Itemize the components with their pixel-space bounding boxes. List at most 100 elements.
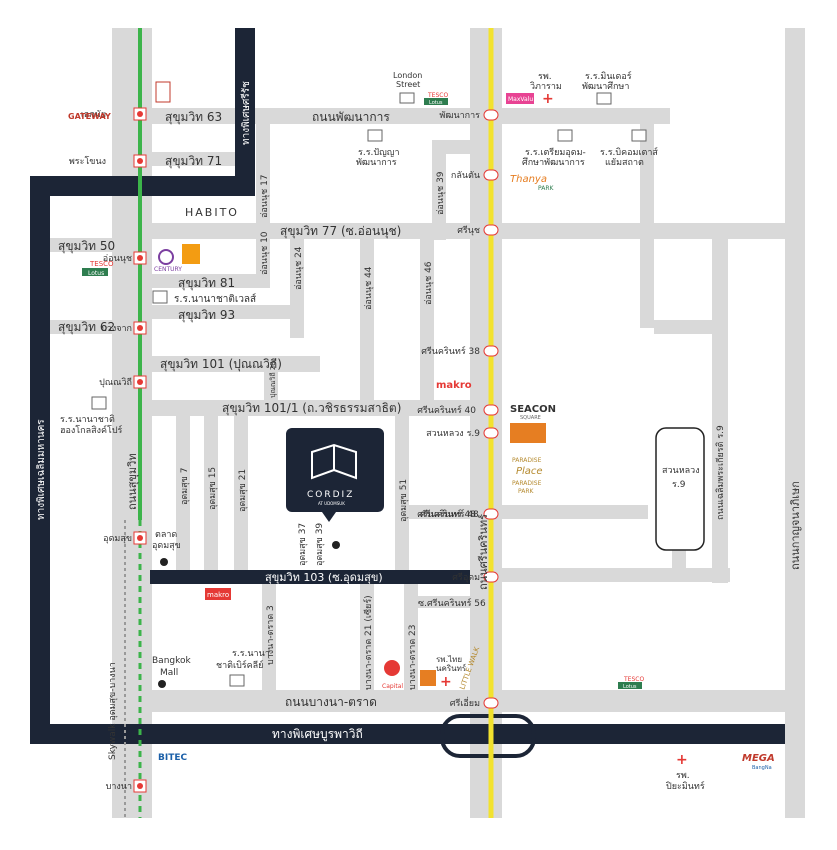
label-on-nut-10: อ่อนนุช 10	[260, 231, 270, 275]
punnawithi-28-road	[264, 356, 278, 406]
station-si-nut[interactable]	[483, 224, 499, 236]
station-suan-luang[interactable]	[483, 427, 499, 439]
school-bangna-line1: ร.ร.นานา	[232, 649, 270, 659]
paradise-place-line1: PARADISE	[512, 457, 542, 464]
udomsuk-51-road	[395, 414, 409, 574]
phatthanakan-road	[150, 108, 670, 124]
on-nut-46-road	[420, 238, 434, 408]
bangna-trat-road	[150, 690, 790, 712]
maxvalu-logo	[506, 93, 534, 104]
label-srinakarin-40: ศรีนครินทร์ 40	[417, 404, 476, 416]
label-on-nut-46: อ่อนนุช 46	[424, 261, 434, 305]
book-icon	[311, 443, 357, 480]
mega-logo: MEGA	[742, 753, 775, 764]
label-udomsuk-37: อุดมสุข 37	[298, 523, 308, 566]
label-sukhumvit-101-1: สุขุมวิท 101/1 (ถ.วชิรธรรมสาธิต)	[222, 401, 401, 416]
park-access-road	[672, 548, 686, 578]
label-sukhumvit-101: สุขุมวิท 101 (ปุณณวิถี)	[160, 357, 282, 372]
school-panya-line2: พัฒนาการ	[356, 158, 397, 168]
label-chaloem-phrakiat: ถนนเฉลิมพระเกียรติ ร.9	[715, 425, 726, 520]
label-skywalk: Skywalk อุดมสุข-บางนา	[108, 662, 118, 760]
chaloem-phrakiat-road	[712, 238, 728, 583]
sukhumvit-81-road	[150, 274, 270, 288]
label-bang-chak: บางจาก	[101, 324, 132, 334]
school-nanachat: ร.ร.นานาชาติเวลส์	[174, 293, 256, 305]
makro-logo-1: makro	[436, 380, 472, 391]
chalerm-mahanakhon-expressway	[30, 176, 50, 744]
interchange-loop	[440, 714, 536, 758]
market-line2: อุดมสุข	[152, 541, 181, 551]
label-srinakarin-48: ศรีนครินทร์ 48	[417, 508, 476, 520]
label-si-rat: ทางพิเศษศรีรัช	[240, 81, 252, 145]
label-punnawithi-28: ปุณณวิถี 28	[269, 361, 277, 398]
lotus-badge-2	[424, 98, 448, 105]
london-street-line1: London	[393, 71, 422, 80]
school-bt-line1: ร.ร.บิคอมเตาส์	[600, 146, 658, 158]
label-on-nut-17: อ่อนนุช 17	[260, 174, 270, 218]
station-phatthanakan[interactable]	[483, 109, 499, 121]
yellow-stations	[483, 109, 499, 709]
lotus-label-1: Lotus	[88, 270, 104, 277]
station-klongtan[interactable]	[483, 169, 499, 181]
label-udomsuk-39: อุดมสุข 39	[315, 523, 325, 566]
mega-sub: BangNa	[752, 765, 772, 771]
station-si-udom[interactable]	[483, 571, 499, 583]
label-udom-suk: อุดมสุข	[103, 534, 132, 544]
bangna-trat-23-road	[404, 582, 418, 692]
on-nut-24-road	[290, 238, 304, 338]
paradise-park-line2: PARK	[518, 488, 535, 495]
sukhumvit-93-road	[150, 305, 300, 319]
school-icon	[367, 129, 383, 142]
label-bangna-trat-3: บางนา-ตราด 3	[266, 605, 276, 665]
school-min-line1: ร.ร.มินเดอร์	[585, 70, 632, 82]
green-stations	[133, 107, 147, 793]
si-rat-expressway	[235, 28, 255, 196]
udomsuk-15-road	[204, 414, 218, 574]
school-triam-line1: ร.ร.เตรียมอุดม-	[525, 147, 586, 158]
cordiz-marker[interactable]: CORDIZ AT UDOMSUK	[286, 428, 384, 549]
sukhumvit-103-road	[150, 570, 470, 584]
hospital-piyamin-line2: ปิยะมินทร์	[666, 780, 705, 792]
maxvalu-label: MaxValu	[508, 96, 533, 103]
hospital-cross-icon: +	[676, 752, 688, 768]
station-bang-chak[interactable]	[133, 321, 147, 335]
label-udomsuk-15: อุดมสุข 15	[208, 467, 218, 510]
station-bang-na[interactable]	[133, 779, 147, 793]
label-on-nut-24: อ่อนนุช 24	[294, 246, 304, 290]
hospital-thai-line1: รพ.ไทย	[436, 655, 462, 664]
station-udom-suk[interactable]	[133, 531, 147, 545]
burapha-withi-expressway	[30, 724, 785, 744]
tesco-logo-2: TESCO	[427, 92, 448, 99]
station-punnawithi[interactable]	[133, 375, 147, 389]
station-on-nut[interactable]	[133, 251, 147, 265]
bangkok-mall-line2: Mall	[160, 668, 178, 678]
east-loop-road	[640, 108, 654, 328]
station-si-iam[interactable]	[483, 697, 499, 709]
east-103-road	[500, 568, 730, 582]
udomsuk-7-road	[176, 414, 190, 574]
school-kl-line1: ร.ร.นานาชาติ	[60, 414, 115, 425]
gateway-logo: GATEWAY	[68, 112, 111, 121]
suan-luang-line2: ร.9	[672, 480, 686, 490]
hospital-piyamin-line1: รพ.	[676, 771, 690, 781]
seacon-logo: SEACON	[510, 404, 556, 415]
school-icon	[631, 129, 647, 142]
station-srinakarin-40[interactable]	[483, 404, 499, 416]
srinakarin-56-road	[404, 596, 474, 608]
station-srinakarin-38[interactable]	[483, 345, 499, 357]
station-ekkamai[interactable]	[133, 107, 147, 121]
lotus-label-3: Lotus	[623, 684, 637, 690]
label-bang-na: บางนา	[106, 782, 132, 792]
label-srinakarin-48-road: ศรีนครินทร์ 48	[420, 508, 479, 520]
paradise-park-line1: PARADISE	[512, 480, 542, 487]
hospital-thai-line2: นครินทร์	[436, 663, 467, 673]
station-srinakarin-48[interactable]	[483, 508, 499, 520]
thanya-park-sub: PARK	[538, 185, 555, 192]
label-sukhumvit-93: สุขุมวิท 93	[178, 308, 235, 323]
label-udomsuk-51: อุดมสุข 51	[399, 479, 409, 522]
label-sukhumvit-71: สุขุมวิท 71	[165, 154, 222, 169]
school-icon	[557, 129, 573, 142]
school-panya-line1: ร.ร.ปัญญา	[358, 148, 400, 158]
station-phra-khanong[interactable]	[133, 154, 147, 168]
